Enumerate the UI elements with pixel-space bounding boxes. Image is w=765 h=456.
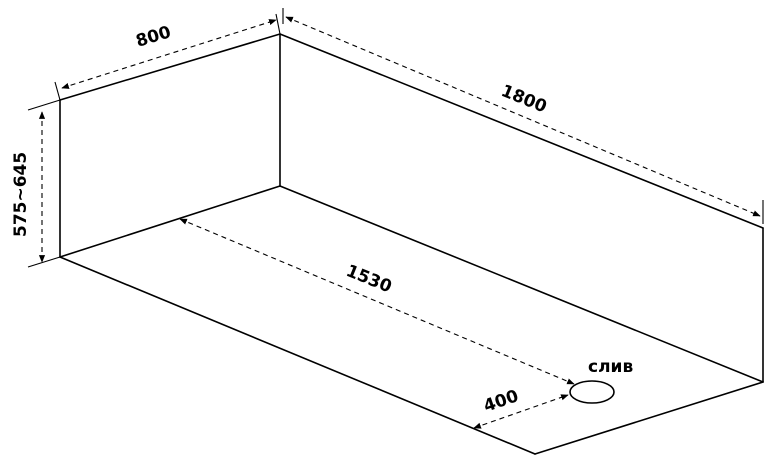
height-dimension: 575~645 [11,99,61,268]
inner-length-dimension-line [179,218,575,385]
top-back-edge [279,33,764,229]
width-dimension-line [61,19,277,89]
bottom-right-edge [534,381,764,455]
drain-offset-dimension-line [473,394,569,429]
width-dimension: 800 [54,13,281,101]
height-label: 575~645 [11,152,31,237]
bottom-front-edge [59,256,536,455]
drain-offset-label: 400 [481,386,521,417]
length-dimension-line [285,16,761,217]
top-left-edge [59,33,281,101]
width-extension-left [54,81,61,101]
length-dimension: 1800 [282,8,764,224]
drain-offset-dimension: 400 [473,386,569,429]
drain-label: слив [588,357,633,377]
inner-length-label: 1530 [343,261,395,297]
height-extension-bottom [27,256,61,268]
width-label: 800 [134,22,174,52]
bottom-left-edge [59,185,281,258]
bathtub-outline [59,33,764,455]
height-extension-top [27,99,61,111]
length-label: 1800 [498,81,550,117]
drain-hole-icon [569,380,615,404]
bottom-back-edge [279,185,764,383]
width-extension-right [275,13,281,35]
inner-length-dimension: 1530 [179,218,575,385]
